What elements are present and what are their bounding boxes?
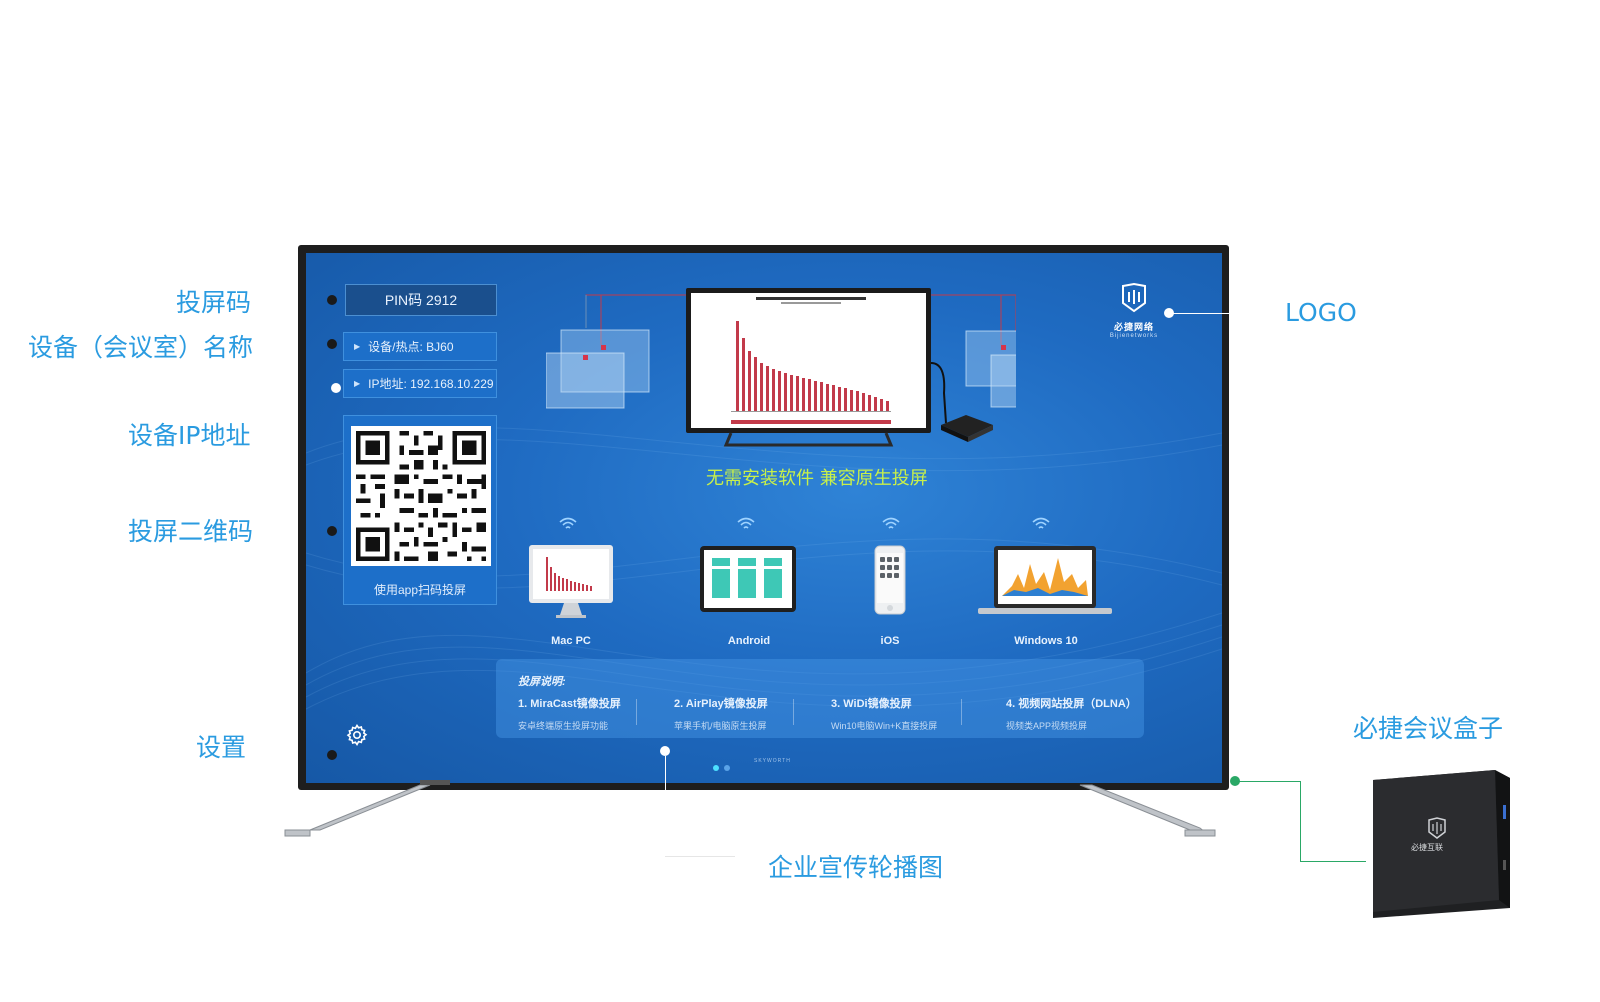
anchor-dot xyxy=(327,750,337,760)
instruction-item: 3. WiDi镜像投屏 Win10电脑Win+K直接投屏 xyxy=(831,695,937,732)
ip-address-text: IP地址: 192.168.10.229 xyxy=(368,377,494,391)
device-label-windows: Windows 10 xyxy=(1014,635,1078,647)
instruction-desc: 安卓终端原生投屏功能 xyxy=(518,721,609,731)
callout-logo: LOGO xyxy=(1285,298,1357,327)
instruction-title: 2. AirPlay镜像投屏 xyxy=(674,698,768,710)
instruction-title: 3. WiDi镜像投屏 xyxy=(831,698,912,710)
tv-stand xyxy=(284,780,1216,837)
wifi-icon xyxy=(559,517,577,529)
qr-panel[interactable]: 使用app扫码投屏 xyxy=(343,415,497,605)
instructions-panel: 投屏说明: 1. MiraCast镜像投屏 安卓终端原生投屏功能 2. AirP… xyxy=(496,659,1144,738)
instruction-desc: 视频类APP视频投屏 xyxy=(1006,721,1088,731)
tv-brand: SKYWORTH xyxy=(754,758,791,764)
connector-line xyxy=(665,856,735,857)
wifi-icon xyxy=(1032,517,1050,529)
anchor-dot xyxy=(1230,776,1240,786)
box-label: 必捷互联 xyxy=(1411,843,1443,852)
qr-caption: 使用app扫码投屏 xyxy=(373,583,467,597)
connector-line xyxy=(1172,313,1240,314)
gear-icon[interactable] xyxy=(345,723,369,747)
windows-laptop-icon xyxy=(978,546,1112,614)
instruction-item: 1. MiraCast镜像投屏 安卓终端原生投屏功能 xyxy=(518,695,621,732)
pin-code-box: PIN码 2912 xyxy=(345,284,497,316)
instruction-desc: 苹果手机/电脑原生投屏 xyxy=(674,721,767,731)
device-label-mac: Mac PC xyxy=(551,635,591,647)
device-name-box: ▶ 设备/热点: BJ60 xyxy=(343,332,497,361)
carousel-dot[interactable] xyxy=(724,765,730,771)
ip-address-box: ▶ IP地址: 192.168.10.229 xyxy=(343,369,497,398)
callout-settings: 设置 xyxy=(196,733,247,762)
carousel-dot[interactable] xyxy=(713,765,719,771)
meeting-box-device: 必捷互联 xyxy=(1365,760,1525,920)
anchor-dot xyxy=(327,339,337,349)
triangle-icon: ▶ xyxy=(354,342,361,351)
mac-pc-icon xyxy=(529,545,613,618)
divider xyxy=(636,699,637,725)
callout-pin-code: 投屏码 xyxy=(176,288,252,317)
triangle-icon: ▶ xyxy=(354,379,361,388)
device-label-android: Android xyxy=(727,635,771,647)
qr-code-icon[interactable] xyxy=(351,426,491,566)
anchor-dot xyxy=(660,746,670,756)
instruction-item: 2. AirPlay镜像投屏 苹果手机/电脑原生投屏 xyxy=(674,695,768,732)
logo-text: 必捷网络 xyxy=(1113,322,1154,332)
callout-carousel: 企业宣传轮播图 xyxy=(768,853,944,882)
connector-line xyxy=(1300,861,1366,862)
callout-qr-code: 投屏二维码 xyxy=(128,517,254,546)
instruction-title: 4. 视频网站投屏（DLNA） xyxy=(1006,698,1137,710)
presentation-illustration xyxy=(546,288,1016,447)
anchor-dot xyxy=(331,383,341,393)
divider xyxy=(961,699,962,725)
box-icon xyxy=(1373,770,1510,918)
callout-box: 必捷会议盒子 xyxy=(1353,714,1504,743)
anchor-dot xyxy=(327,526,337,536)
instruction-title: 1. MiraCast镜像投屏 xyxy=(518,698,621,710)
logo: 必捷网络 Bijienetworks xyxy=(1106,282,1162,339)
instruction-desc: Win10电脑Win+K直接投屏 xyxy=(831,721,938,731)
wifi-icon xyxy=(882,517,900,529)
device-label-ios: iOS xyxy=(880,635,900,647)
tv-screen: PIN码 2912 ▶ 设备/热点: BJ60 ▶ IP地址: 192.168.… xyxy=(306,253,1222,783)
anchor-dot xyxy=(1164,308,1174,318)
carousel-indicator[interactable] xyxy=(713,758,735,776)
device-name-text: 设备/热点: BJ60 xyxy=(368,340,454,354)
logo-subtext: Bijienetworks xyxy=(1109,333,1159,339)
anchor-dot xyxy=(327,295,337,305)
ios-phone-icon xyxy=(874,545,906,615)
connector-line xyxy=(1300,781,1301,861)
callout-device-name: 设备（会议室）名称 xyxy=(28,333,254,362)
instructions-title: 投屏说明: xyxy=(518,676,566,688)
connector-line xyxy=(665,756,666,796)
instruction-item: 4. 视频网站投屏（DLNA） 视频类APP视频投屏 xyxy=(1006,695,1137,732)
wifi-icon xyxy=(737,517,755,529)
headline: 无需安装软件 兼容原生投屏 xyxy=(706,468,928,489)
callout-device-ip: 设备IP地址 xyxy=(128,421,251,450)
android-tablet-icon xyxy=(700,546,796,612)
connector-line xyxy=(1238,781,1300,782)
logo-icon xyxy=(1122,282,1146,313)
divider xyxy=(793,699,794,725)
